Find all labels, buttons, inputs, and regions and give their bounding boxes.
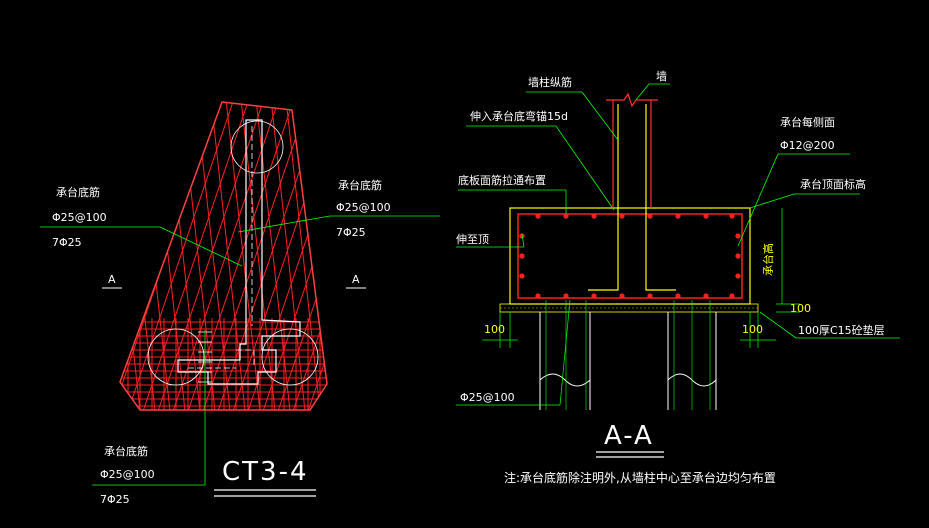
label-left-line1: 承台底筋 — [56, 185, 100, 199]
label-cushion: 100厚C15砼垫层 — [798, 323, 885, 337]
label-anchor: 伸入承台底弯锚15d — [470, 109, 568, 123]
dim-left-100: 100 — [484, 323, 505, 336]
label-right-line1: 承台底筋 — [338, 178, 382, 192]
label-left-line3: 7Φ25 — [52, 236, 82, 249]
cap-section-outline — [509, 207, 751, 305]
rebar-dot — [647, 293, 653, 299]
section-view: 100 100 100 承台高 — [456, 92, 811, 410]
pile-cap-outline — [119, 101, 328, 411]
piles-section — [539, 312, 717, 410]
label-wall: 墙 — [656, 69, 667, 83]
label-top-elevation: 承台顶面标高 — [800, 177, 866, 191]
pile-bottom-right — [261, 328, 319, 386]
rebar-line — [244, 102, 327, 410]
bottom-bar-leader — [456, 299, 571, 406]
rebar-dot — [729, 293, 735, 299]
pile-cap-plan — [119, 101, 328, 411]
label-right-line2: Φ25@100 — [336, 201, 391, 214]
rebar-cage — [517, 213, 743, 299]
rebar-line — [284, 102, 322, 410]
rebar-dot — [619, 293, 625, 299]
section-letter-right: A — [352, 273, 360, 286]
label-side-bars: 承台每侧面 — [780, 115, 835, 129]
rebar-line — [274, 102, 327, 410]
drawing-note: 注:承台底筋除注明外,从墙柱中心至承台边均匀布置 — [504, 470, 776, 485]
rebar-line — [269, 102, 307, 410]
rebar-line — [254, 102, 292, 410]
pile-centerlines — [545, 300, 711, 410]
rebar-line — [209, 102, 247, 410]
label-bottom-line3: 7Φ25 — [100, 493, 130, 506]
rebar-dot — [675, 293, 681, 299]
rebar-dot — [647, 213, 653, 219]
rebar-dot — [735, 273, 741, 279]
section-leaders — [456, 83, 900, 339]
rebar-dot — [535, 293, 541, 299]
rebar-dot — [619, 213, 625, 219]
rebar-dot — [563, 213, 569, 219]
section-mark-right: A — [346, 273, 366, 289]
plan-title: CT3-4 — [222, 457, 309, 487]
wall — [606, 92, 658, 208]
rebar-dot — [535, 213, 541, 219]
rebar-line — [124, 102, 238, 410]
wall-rebar — [588, 104, 676, 291]
rebar-grid — [120, 102, 327, 410]
rebar-dot — [703, 293, 709, 299]
dim-cushion-100: 100 — [790, 302, 811, 315]
label-extend-to-top: 伸至顶 — [456, 233, 489, 246]
rebar-line — [169, 102, 283, 410]
section-mark-left: A — [102, 273, 122, 289]
rebar-dot — [563, 293, 569, 299]
label-bottom-bars: Φ25@100 — [460, 391, 515, 404]
rebar-dot — [703, 213, 709, 219]
rebar-line — [184, 102, 298, 410]
section-title: A-A — [604, 421, 654, 451]
rebar-dot — [519, 273, 525, 279]
rebar-dot — [735, 233, 741, 239]
label-side-bars-spec: Φ12@200 — [780, 139, 835, 152]
rebar-line — [139, 102, 253, 410]
wall-outline — [177, 119, 301, 385]
label-bottom-line1: 承台底筋 — [104, 444, 148, 458]
label-top-bars: 底板面筋拉通布置 — [458, 173, 546, 187]
rebar-dot — [591, 213, 597, 219]
rebar-dot — [591, 293, 597, 299]
rebar-dot — [729, 213, 735, 219]
rebar-dot — [519, 253, 525, 259]
left-leaders — [40, 215, 440, 486]
label-wall-rebar: 墙柱纵筋 — [528, 75, 572, 89]
pile-top — [230, 120, 284, 174]
label-left-line2: Φ25@100 — [52, 211, 107, 224]
section-letter-left: A — [108, 273, 116, 286]
pile-bottom-left — [147, 328, 205, 386]
rebar-line — [289, 102, 327, 410]
rebar-line — [154, 102, 268, 410]
dim-right-100: 100 — [742, 323, 763, 336]
rebar-dots — [519, 213, 741, 299]
rebar-line — [304, 102, 327, 410]
dimension-lines — [482, 208, 800, 348]
rebar-line — [199, 102, 313, 410]
wall-inner — [188, 126, 255, 369]
rebar-dot — [735, 253, 741, 259]
rebar-dot — [675, 213, 681, 219]
pile-circles — [147, 120, 319, 386]
label-bottom-line2: Φ25@100 — [100, 468, 155, 481]
label-right-line3: 7Φ25 — [336, 226, 366, 239]
height-label: 承台高 — [761, 243, 775, 276]
